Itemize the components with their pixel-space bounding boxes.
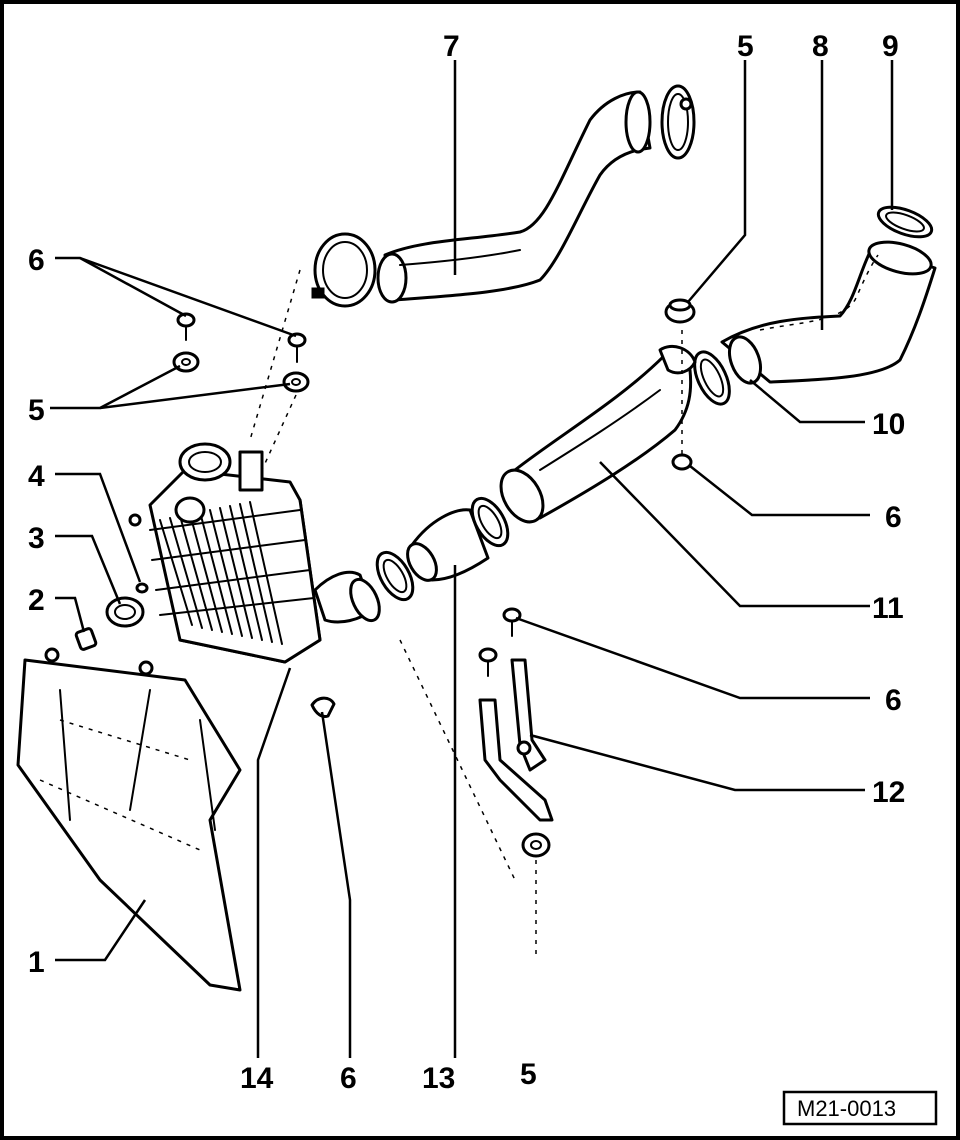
dashed-guide-left — [249, 269, 301, 471]
callout-5-top: 5 — [737, 30, 754, 63]
part-11-pipe — [499, 345, 697, 524]
callout-6-right-upper: 6 — [885, 501, 902, 534]
reference-code: M21-0013 — [797, 1096, 896, 1121]
callout-9: 9 — [882, 30, 899, 63]
dashed-guide-bottom — [399, 639, 537, 955]
part-13-sleeve — [375, 496, 510, 602]
callout-6-left: 6 — [28, 244, 45, 277]
callout-1: 1 — [28, 946, 45, 979]
part-5-grommet-top — [664, 298, 696, 324]
part-6-bolt-right-lower — [502, 607, 522, 637]
part-10-clamp — [693, 350, 731, 406]
callout-4: 4 — [28, 460, 45, 493]
part-14-intercooler — [128, 442, 381, 664]
callout-11: 11 — [872, 592, 904, 625]
leader-lines — [50, 60, 894, 1058]
callout-5-left: 5 — [28, 394, 45, 427]
part-5-washer-left-b — [282, 371, 310, 393]
part-3-sensor — [105, 596, 145, 628]
part-6-bolt-right-upper — [671, 453, 693, 471]
part-5-grommet-bottom — [521, 832, 551, 858]
part-6-clip-bottom — [310, 696, 336, 718]
part-12-bracket — [478, 658, 554, 822]
callout-2: 2 — [28, 584, 45, 617]
callout-10: 10 — [872, 408, 905, 441]
part-9-clamp — [876, 205, 934, 239]
reference-code-box — [782, 1090, 938, 1126]
callout-5-bottom: 5 — [520, 1058, 537, 1091]
callout-8: 8 — [812, 30, 829, 63]
part-7-upper-hose — [311, 84, 696, 308]
part-1-air-guide — [16, 647, 242, 992]
callout-7: 7 — [443, 30, 460, 63]
part-6-bolt-left-b — [287, 332, 307, 363]
callout-13: 13 — [422, 1062, 455, 1095]
part-6-bolt-middle — [478, 647, 498, 677]
part-8-hose — [720, 240, 937, 385]
callout-6-right-lower: 6 — [885, 684, 902, 717]
part-2-bolt — [74, 627, 98, 651]
callout-3: 3 — [28, 522, 45, 555]
callout-12: 12 — [872, 776, 905, 809]
part-6-bolt-left-a — [176, 312, 196, 341]
callout-14: 14 — [240, 1062, 274, 1095]
callout-6-bottom: 6 — [340, 1062, 357, 1095]
part-4-seal — [135, 582, 149, 594]
